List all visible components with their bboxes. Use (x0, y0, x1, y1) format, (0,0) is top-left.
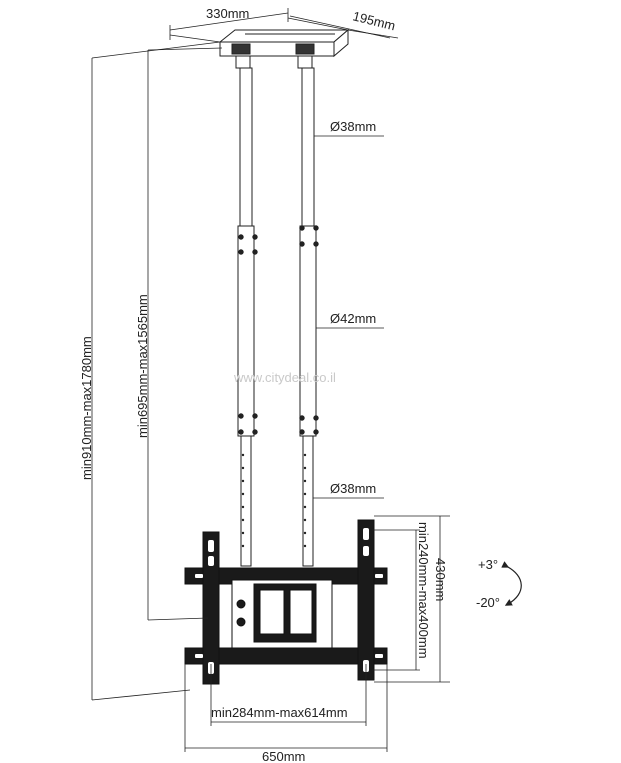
pole-adjustment-holes (241, 453, 307, 548)
bracket-slots (195, 528, 383, 674)
label-base-depth: 195mm (351, 8, 397, 33)
watermark: www.citydeal.co.il (233, 370, 336, 385)
label-base-width: 330mm (206, 6, 249, 21)
label-vesa-vertical: min240mm-max400mm (416, 522, 431, 659)
dim-vesa-horizontal (210, 664, 367, 726)
dim-base-width (169, 8, 349, 43)
tv-bracket (184, 519, 388, 685)
pole-left (235, 55, 258, 567)
diameter-leaders (313, 135, 384, 499)
label-tilt-up: +3° (478, 557, 498, 572)
label-bracket-height: 430mm (433, 558, 448, 601)
pole-right (297, 55, 319, 567)
dim-vesa-vertical (372, 529, 420, 671)
label-pole-mid-diameter: Ø42mm (330, 311, 376, 326)
label-tilt-down: -20° (476, 595, 500, 610)
dim-pole-height (147, 47, 223, 621)
label-vesa-horizontal: min284mm-max614mm (211, 705, 348, 720)
label-pole-top-diameter: Ø38mm (330, 119, 376, 134)
ceiling-plate (218, 28, 350, 58)
dim-base-depth (289, 15, 399, 39)
dim-bracket-width (184, 664, 388, 752)
label-pole-low-diameter: Ø38mm (330, 481, 376, 496)
label-overall-height: min910mm-max1780mm (79, 336, 94, 480)
dim-overall-height (91, 41, 221, 701)
label-pole-height: min695mm-max1565mm (135, 294, 150, 438)
tilt-arrow-icon (501, 561, 522, 606)
label-bracket-width: 650mm (262, 749, 305, 763)
